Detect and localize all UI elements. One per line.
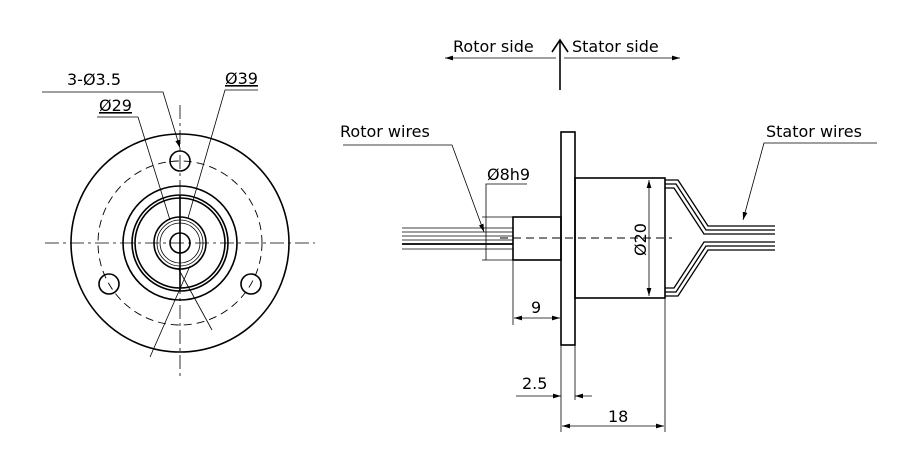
rotor-wires-label: Rotor wires — [340, 122, 430, 141]
rotor-wires — [402, 227, 513, 250]
rotor-side-label: Rotor side — [453, 37, 534, 56]
mount-hole — [169, 150, 191, 172]
holes-dim: 3-Ø3.5 — [67, 70, 121, 89]
front-view: 3-Ø3.5 Ø39 Ø29 — [42, 69, 315, 377]
body-dim: Ø20 — [631, 223, 650, 256]
mount-hole — [98, 273, 120, 295]
direction-indicator: Rotor side Stator side — [445, 37, 680, 90]
d39-dim: Ø39 — [225, 69, 258, 88]
stator-wires — [665, 179, 775, 297]
stator-side-label: Stator side — [572, 37, 659, 56]
stator-wires-label: Stator wires — [766, 122, 862, 141]
flange-thickness-dim: 2.5 — [522, 374, 547, 393]
mount-hole — [240, 273, 262, 295]
d29-dim: Ø29 — [99, 96, 132, 115]
side-view: Rotor wires Stator wires Ø8h9 Ø20 9 2.5 … — [340, 122, 877, 432]
total-length-dim: 18 — [608, 407, 628, 426]
shaft-length-dim: 9 — [531, 298, 541, 317]
shaft-dim: Ø8h9 — [487, 165, 530, 184]
